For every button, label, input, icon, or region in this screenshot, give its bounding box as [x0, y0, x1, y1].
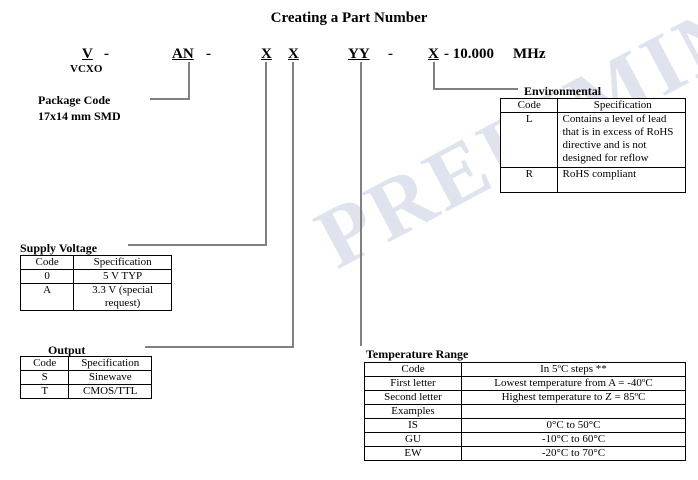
environmental-label: Environmental — [524, 84, 602, 98]
pn-segment-frequency-unit: MHz — [513, 46, 546, 62]
cell-code: Second letter — [364, 390, 462, 405]
leader-supply-vertical — [265, 62, 267, 246]
table-row: A 3.3 V (special request) — [19, 283, 172, 311]
leader-package-vertical — [188, 62, 190, 100]
table-header-row: Code Specification — [19, 356, 152, 371]
cell-spec — [460, 404, 687, 419]
table-row: Second letter Highest temperature to Z =… — [364, 390, 687, 405]
cell-spec: -10°C to 60°C — [460, 432, 687, 447]
cell-spec: RoHS compliant — [557, 167, 686, 193]
environmental-table: Code Specification L Contains a level of… — [499, 98, 686, 193]
table-row: IS 0°C to 50°C — [364, 418, 687, 433]
supply-voltage-table: Code Specification 0 5 V TYP A 3.3 V (sp… — [19, 255, 172, 311]
table-row: 0 5 V TYP — [19, 269, 172, 284]
output-label: Output — [48, 343, 86, 357]
temperature-range-label: Temperature Range — [366, 347, 469, 361]
temperature-range-table: Code In 5ºC steps ** First letter Lowest… — [364, 362, 687, 461]
cell-code: First letter — [364, 376, 462, 391]
column-header-spec: Specification — [557, 98, 686, 113]
table-header-row: Code Specification — [19, 255, 172, 270]
pn-segment-output: X — [288, 46, 299, 62]
leader-supply-horizontal — [128, 244, 267, 246]
table-row: EW -20°C to 70°C — [364, 446, 687, 461]
cell-code: IS — [364, 418, 462, 433]
column-header-code: Code — [499, 98, 559, 113]
column-header-code: Code — [19, 255, 75, 270]
cell-code: 0 — [19, 269, 75, 284]
leader-package-horizontal — [150, 98, 190, 100]
pn-segment-frequency: - 10.000 — [444, 46, 494, 62]
cell-code: T — [19, 384, 70, 399]
table-row: T CMOS/TTL — [19, 384, 152, 399]
leader-output-horizontal — [145, 346, 294, 348]
cell-spec: CMOS/TTL — [68, 384, 152, 399]
column-header-code: Code — [19, 356, 70, 371]
table-row: S Sinewave — [19, 370, 152, 385]
cell-spec: 3.3 V (special request) — [73, 283, 172, 311]
cell-code: GU — [364, 432, 462, 447]
cell-spec: -20°C to 70°C — [460, 446, 687, 461]
pn-segment-package: AN — [172, 46, 194, 62]
leader-temperature-vertical — [360, 62, 362, 346]
cell-code: A — [19, 283, 75, 311]
table-row: R RoHS compliant — [499, 167, 686, 193]
cell-code: S — [19, 370, 70, 385]
pn-segment-device: V — [82, 46, 93, 62]
leader-environmental-vertical — [433, 62, 435, 90]
device-type-label: VCXO — [70, 63, 103, 75]
cell-spec: Contains a level of lead that is in exce… — [557, 112, 686, 168]
leader-environmental-horizontal — [433, 88, 518, 90]
cell-spec: Highest temperature to Z = 85ºC — [460, 390, 687, 405]
column-header-spec: Specification — [68, 356, 152, 371]
pn-separator-2: - — [206, 46, 211, 62]
supply-voltage-label: Supply Voltage — [20, 241, 98, 255]
pn-separator-1: - — [104, 46, 109, 62]
output-table: Code Specification S Sinewave T CMOS/TTL — [19, 356, 152, 399]
pn-segment-temperature: YY — [348, 46, 370, 62]
cell-code: R — [499, 167, 559, 193]
column-header-code: Code — [364, 362, 462, 377]
cell-spec: Lowest temperature from A = -40ºC — [460, 376, 687, 391]
table-header-row: Code Specification — [499, 98, 686, 113]
cell-spec: Sinewave — [68, 370, 152, 385]
pn-segment-environmental: X — [428, 46, 439, 62]
table-header-row: Code In 5ºC steps ** — [364, 362, 687, 377]
cell-code: EW — [364, 446, 462, 461]
cell-spec: 5 V TYP — [73, 269, 172, 284]
table-row: First letter Lowest temperature from A =… — [364, 376, 687, 391]
cell-code: Examples — [364, 404, 462, 419]
package-code-label-line2: 17x14 mm SMD — [38, 109, 121, 123]
pn-separator-3: - — [388, 46, 393, 62]
page-title: Creating a Part Number — [270, 10, 428, 26]
cell-spec: 0°C to 50°C — [460, 418, 687, 433]
column-header-steps: In 5ºC steps ** — [460, 362, 687, 377]
cell-code: L — [499, 112, 559, 168]
table-row: GU -10°C to 60°C — [364, 432, 687, 447]
leader-output-vertical — [292, 62, 294, 348]
pn-segment-supply: X — [261, 46, 272, 62]
table-row: Examples — [364, 404, 687, 419]
table-row: L Contains a level of lead that is in ex… — [499, 112, 686, 168]
column-header-spec: Specification — [73, 255, 172, 270]
package-code-label-line1: Package Code — [38, 93, 111, 107]
